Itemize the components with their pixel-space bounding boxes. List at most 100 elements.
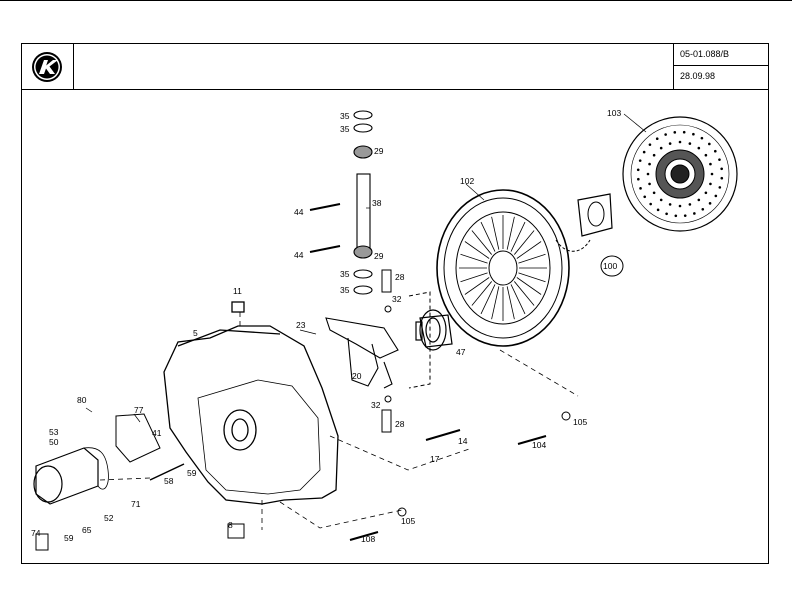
disc-perforation — [664, 133, 667, 136]
disc-perforation — [697, 146, 701, 150]
bolt-44-upper — [309, 203, 341, 211]
disc-perforation — [709, 162, 712, 166]
callout-label-c32a: 32 — [392, 294, 402, 304]
cap-11 — [231, 301, 245, 313]
clutch-housing-part — [163, 301, 339, 505]
bolt-14 — [425, 429, 461, 441]
ring-32-upper — [384, 305, 392, 313]
callout-label-c14: 14 — [458, 436, 468, 446]
disc-perforation — [713, 149, 717, 153]
callout-label-c35c: 35 — [340, 269, 350, 279]
disc-perforation — [718, 158, 721, 161]
disc-perforation — [692, 132, 695, 136]
document-number: 05-01.088/B — [674, 44, 768, 66]
disc-perforation — [648, 162, 651, 166]
disc-perforation — [646, 172, 650, 176]
disc-perforation — [710, 172, 714, 176]
callout-label-c53: 53 — [49, 427, 59, 437]
callout-label-c105a: 105 — [573, 417, 587, 427]
bolt-44-lower — [309, 245, 341, 253]
callout-label-c17: 17 — [430, 454, 440, 464]
bracket-77 — [115, 413, 161, 463]
callout-label-c11: 11 — [233, 286, 242, 296]
disc-perforation — [674, 214, 678, 218]
pin-28-upper — [381, 269, 392, 293]
bolt-104 — [517, 435, 547, 445]
disc-perforation — [704, 153, 708, 157]
disc-perforation — [701, 207, 705, 211]
callout-label-c35b: 35 — [340, 124, 350, 134]
disc-perforation — [656, 208, 660, 212]
document-info-cell: 05-01.088/B 28.09.98 — [673, 44, 768, 89]
callout-label-c77: 77 — [134, 405, 144, 415]
callout-label-c100: 100 — [603, 261, 617, 271]
sleeve-74 — [35, 533, 49, 551]
disc-perforation — [659, 146, 663, 150]
spring-finger — [516, 241, 542, 259]
callout-label-c105b: 105 — [401, 516, 415, 526]
disc-perforation — [652, 153, 656, 157]
callout-label-c44a: 44 — [294, 207, 304, 217]
disc-perforation — [648, 182, 651, 186]
disc-perforation — [720, 167, 723, 171]
callout-label-c104: 104 — [532, 440, 546, 450]
disc-perforation — [682, 130, 686, 134]
disc-perforation — [708, 142, 711, 146]
disc-perforation — [649, 202, 652, 206]
callout-label-c23: 23 — [296, 320, 306, 330]
callout-label-c50: 50 — [49, 437, 59, 447]
callout-label-c71: 71 — [131, 499, 141, 509]
spring-finger — [480, 221, 496, 252]
release-shaft-part — [353, 110, 373, 295]
spring-finger — [516, 277, 542, 295]
bushing-8 — [227, 523, 245, 539]
disc-perforation — [704, 191, 708, 195]
disc-perforation — [697, 198, 701, 202]
disc-perforation — [700, 136, 704, 140]
callout-label-c29b: 29 — [374, 251, 384, 261]
callout-label-c80: 80 — [77, 395, 87, 405]
callout-label-c35a: 35 — [340, 111, 350, 121]
disc-perforation — [709, 182, 712, 186]
spring-finger — [471, 230, 492, 255]
spring-finger — [510, 284, 526, 315]
spring-finger — [464, 241, 490, 259]
callout-label-c65: 65 — [82, 525, 92, 535]
disc-perforation — [678, 140, 682, 144]
callout-label-c29a: 29 — [374, 146, 384, 156]
spring-finger — [514, 230, 535, 255]
drawing-sheet: 05-01.088/B 28.09.98 — [21, 43, 769, 564]
disc-perforation — [639, 187, 642, 190]
callout-label-c59a: 59 — [187, 468, 197, 478]
disc-perforation — [720, 176, 724, 180]
title-block: 05-01.088/B 28.09.98 — [22, 44, 768, 90]
callout-label-c44b: 44 — [294, 250, 304, 260]
callout-label-c74: 74 — [31, 528, 41, 538]
callout-label-c52: 52 — [104, 513, 114, 523]
disc-perforation — [665, 212, 668, 216]
top-rule — [0, 0, 792, 1]
nut-105-lower — [397, 507, 407, 517]
spring-finger — [471, 281, 492, 306]
release-fork-part — [325, 317, 399, 389]
disc-perforation — [688, 203, 692, 206]
callout-label-c102: 102 — [460, 176, 474, 186]
spring-finger — [491, 216, 500, 250]
disc-perforation — [678, 204, 682, 208]
disc-perforation — [708, 202, 712, 205]
disc-perforation — [642, 150, 646, 154]
callout-label-c28b: 28 — [395, 419, 405, 429]
disc-perforation — [718, 186, 722, 189]
logo-cell — [22, 44, 74, 89]
spring-finger — [491, 286, 500, 320]
spring-finger — [464, 277, 490, 295]
callout-label-c35d: 35 — [340, 285, 350, 295]
callout-label-c20: 20 — [352, 371, 362, 381]
disc-perforation — [659, 198, 663, 202]
callout-label-c41: 41 — [152, 428, 162, 438]
spring-finger — [506, 216, 515, 250]
callout-label-c8: 8 — [228, 520, 233, 530]
callout-label-c59b: 59 — [64, 533, 74, 543]
slave-cylinder-part — [33, 447, 109, 505]
